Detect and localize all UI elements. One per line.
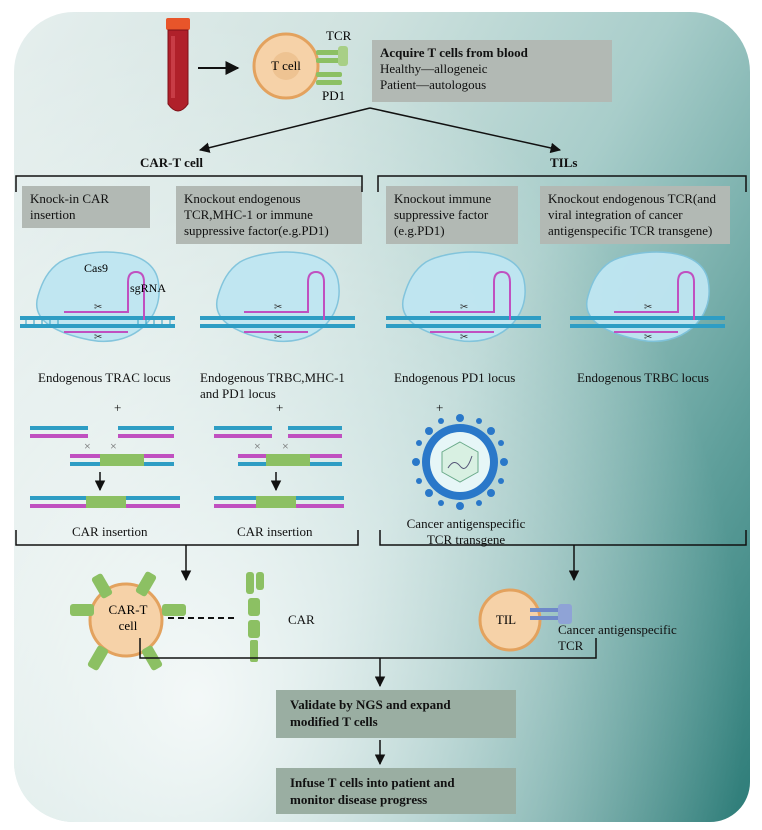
tcr-receptor-icon bbox=[316, 46, 348, 66]
bracket-cart-top bbox=[15, 175, 363, 192]
knockout-left-box: Knockout endogenous TCR,MHC-1 or immune … bbox=[176, 186, 362, 244]
pd1-label: PD1 bbox=[322, 88, 345, 103]
til-receptor-line1: Cancer antigenspecific bbox=[558, 622, 677, 637]
trbc-mhc-locus-label-2: and PD1 locus bbox=[200, 386, 276, 401]
plus-sign-2: + bbox=[276, 400, 284, 415]
svg-text:✂: ✂ bbox=[644, 332, 652, 343]
knockout-immune-line1: Knockout immune bbox=[394, 191, 492, 206]
arrow-to-cart bbox=[198, 107, 371, 153]
acquire-patient: Patient—autologous bbox=[380, 77, 487, 92]
virus-label: Cancer antigenspecific TCR transgene bbox=[396, 516, 536, 548]
recombination-diagram-2: ×× bbox=[214, 426, 344, 508]
cart-cell-icon: CAR-T cell bbox=[70, 571, 186, 671]
til-cell-icon: TIL bbox=[478, 588, 572, 652]
acquire-box: Acquire T cells from blood Healthy—allog… bbox=[372, 40, 612, 102]
acquire-title: Acquire T cells from blood bbox=[380, 45, 528, 60]
svg-text:×: × bbox=[84, 439, 91, 453]
svg-text:×: × bbox=[254, 439, 261, 453]
cas9-complex-2: ✂ ✂ bbox=[200, 251, 355, 343]
knockin-line2: insertion bbox=[30, 207, 76, 222]
cas9-label: Cas9 bbox=[84, 261, 108, 275]
svg-text:✂: ✂ bbox=[460, 302, 468, 313]
knockout-immune-box: Knockout immune suppressive factor (e.g.… bbox=[386, 186, 518, 244]
trac-locus-label: Endogenous TRAC locus bbox=[38, 370, 171, 385]
plus-sign-3: + bbox=[436, 400, 444, 415]
virus-label-line2: TCR transgene bbox=[426, 532, 506, 547]
branch-cart-label: CAR-T cell bbox=[140, 155, 203, 170]
knockout-left-line1: Knockout endogenous bbox=[184, 191, 301, 206]
knockout-immune-line3: (e.g.PD1) bbox=[394, 223, 445, 238]
knockout-immune-line2: suppressive factor bbox=[394, 207, 489, 222]
svg-text:✂: ✂ bbox=[94, 302, 102, 313]
cas9-complex-3: ✂ ✂ bbox=[386, 251, 541, 343]
validate-line2: modified T cells bbox=[290, 714, 378, 729]
til-receptor-label: Cancer antigenspecific TCR bbox=[558, 622, 677, 654]
pd1-locus-label: Endogenous PD1 locus bbox=[394, 370, 516, 385]
svg-text:×: × bbox=[110, 439, 117, 453]
cas9-complex-4: ✂ ✂ bbox=[570, 251, 725, 343]
cas9-complex-1: ✂ ✂ bbox=[20, 251, 175, 343]
car-insertion-label-1: CAR insertion bbox=[72, 524, 148, 539]
validate-line1: Validate by NGS and expand bbox=[290, 697, 451, 712]
virus-label-line1: Cancer antigenspecific bbox=[406, 516, 526, 531]
svg-text:✂: ✂ bbox=[94, 332, 102, 343]
infuse-line1: Infuse T cells into patient and bbox=[290, 775, 455, 790]
knockout-left-line3: suppressive factor(e.g.PD1) bbox=[184, 223, 329, 238]
virus-icon bbox=[412, 414, 508, 510]
svg-text:✂: ✂ bbox=[274, 302, 282, 313]
blood-tube-icon bbox=[166, 18, 190, 112]
svg-text:✂: ✂ bbox=[274, 332, 282, 343]
sgrna-label: sgRNA bbox=[130, 281, 166, 295]
svg-text:×: × bbox=[282, 439, 289, 453]
t-cell-label: T cell bbox=[271, 58, 301, 73]
tcr-label: TCR bbox=[326, 28, 352, 43]
svg-text:✂: ✂ bbox=[644, 302, 652, 313]
recombination-diagram-1: ×× bbox=[30, 426, 180, 508]
knockout-tcr-line3: antigenspecific TCR transgene) bbox=[548, 223, 713, 238]
knockout-tcr-line1: Knockout endogenous TCR(and bbox=[548, 191, 717, 206]
knockin-line1: Knock-in CAR bbox=[30, 191, 110, 206]
pd1-receptor-icon bbox=[316, 72, 342, 85]
trbc-locus-label: Endogenous TRBC locus bbox=[577, 370, 709, 385]
bracket-tils-top bbox=[377, 175, 747, 192]
car-insertion-label-2: CAR insertion bbox=[237, 524, 313, 539]
bracket-tils-bottom bbox=[379, 530, 747, 546]
knockin-box: Knock-in CAR insertion bbox=[22, 186, 150, 228]
plus-sign-1: + bbox=[114, 400, 122, 415]
branch-tils-label: TILs bbox=[550, 155, 578, 170]
til-receptor-line2: TCR bbox=[558, 638, 584, 653]
acquire-healthy: Healthy—allogeneic bbox=[380, 61, 488, 76]
trbc-mhc-locus-label-1: Endogenous TRBC,MHC-1 bbox=[200, 370, 345, 385]
bracket-cart-bottom bbox=[15, 530, 359, 546]
knockout-tcr-line2: viral integration of cancer bbox=[548, 207, 683, 222]
infuse-line2: monitor disease progress bbox=[290, 792, 428, 807]
til-label: TIL bbox=[496, 612, 516, 627]
validate-box: Validate by NGS and expand modified T ce… bbox=[276, 690, 516, 738]
bracket-merge bbox=[139, 638, 597, 659]
car-label: CAR bbox=[288, 612, 315, 627]
arrow-to-tils bbox=[369, 107, 562, 154]
knockout-left-line2: TCR,MHC-1 or immune bbox=[184, 207, 313, 222]
cart-cell-label-2: cell bbox=[119, 618, 138, 633]
cart-cell-label-1: CAR-T bbox=[109, 602, 148, 617]
svg-text:✂: ✂ bbox=[460, 332, 468, 343]
infuse-box: Infuse T cells into patient and monitor … bbox=[276, 768, 516, 814]
t-cell-icon: T cell TCR PD1 bbox=[252, 28, 352, 103]
knockout-tcr-box: Knockout endogenous TCR(and viral integr… bbox=[540, 186, 730, 244]
car-receptor-icon bbox=[246, 572, 264, 662]
